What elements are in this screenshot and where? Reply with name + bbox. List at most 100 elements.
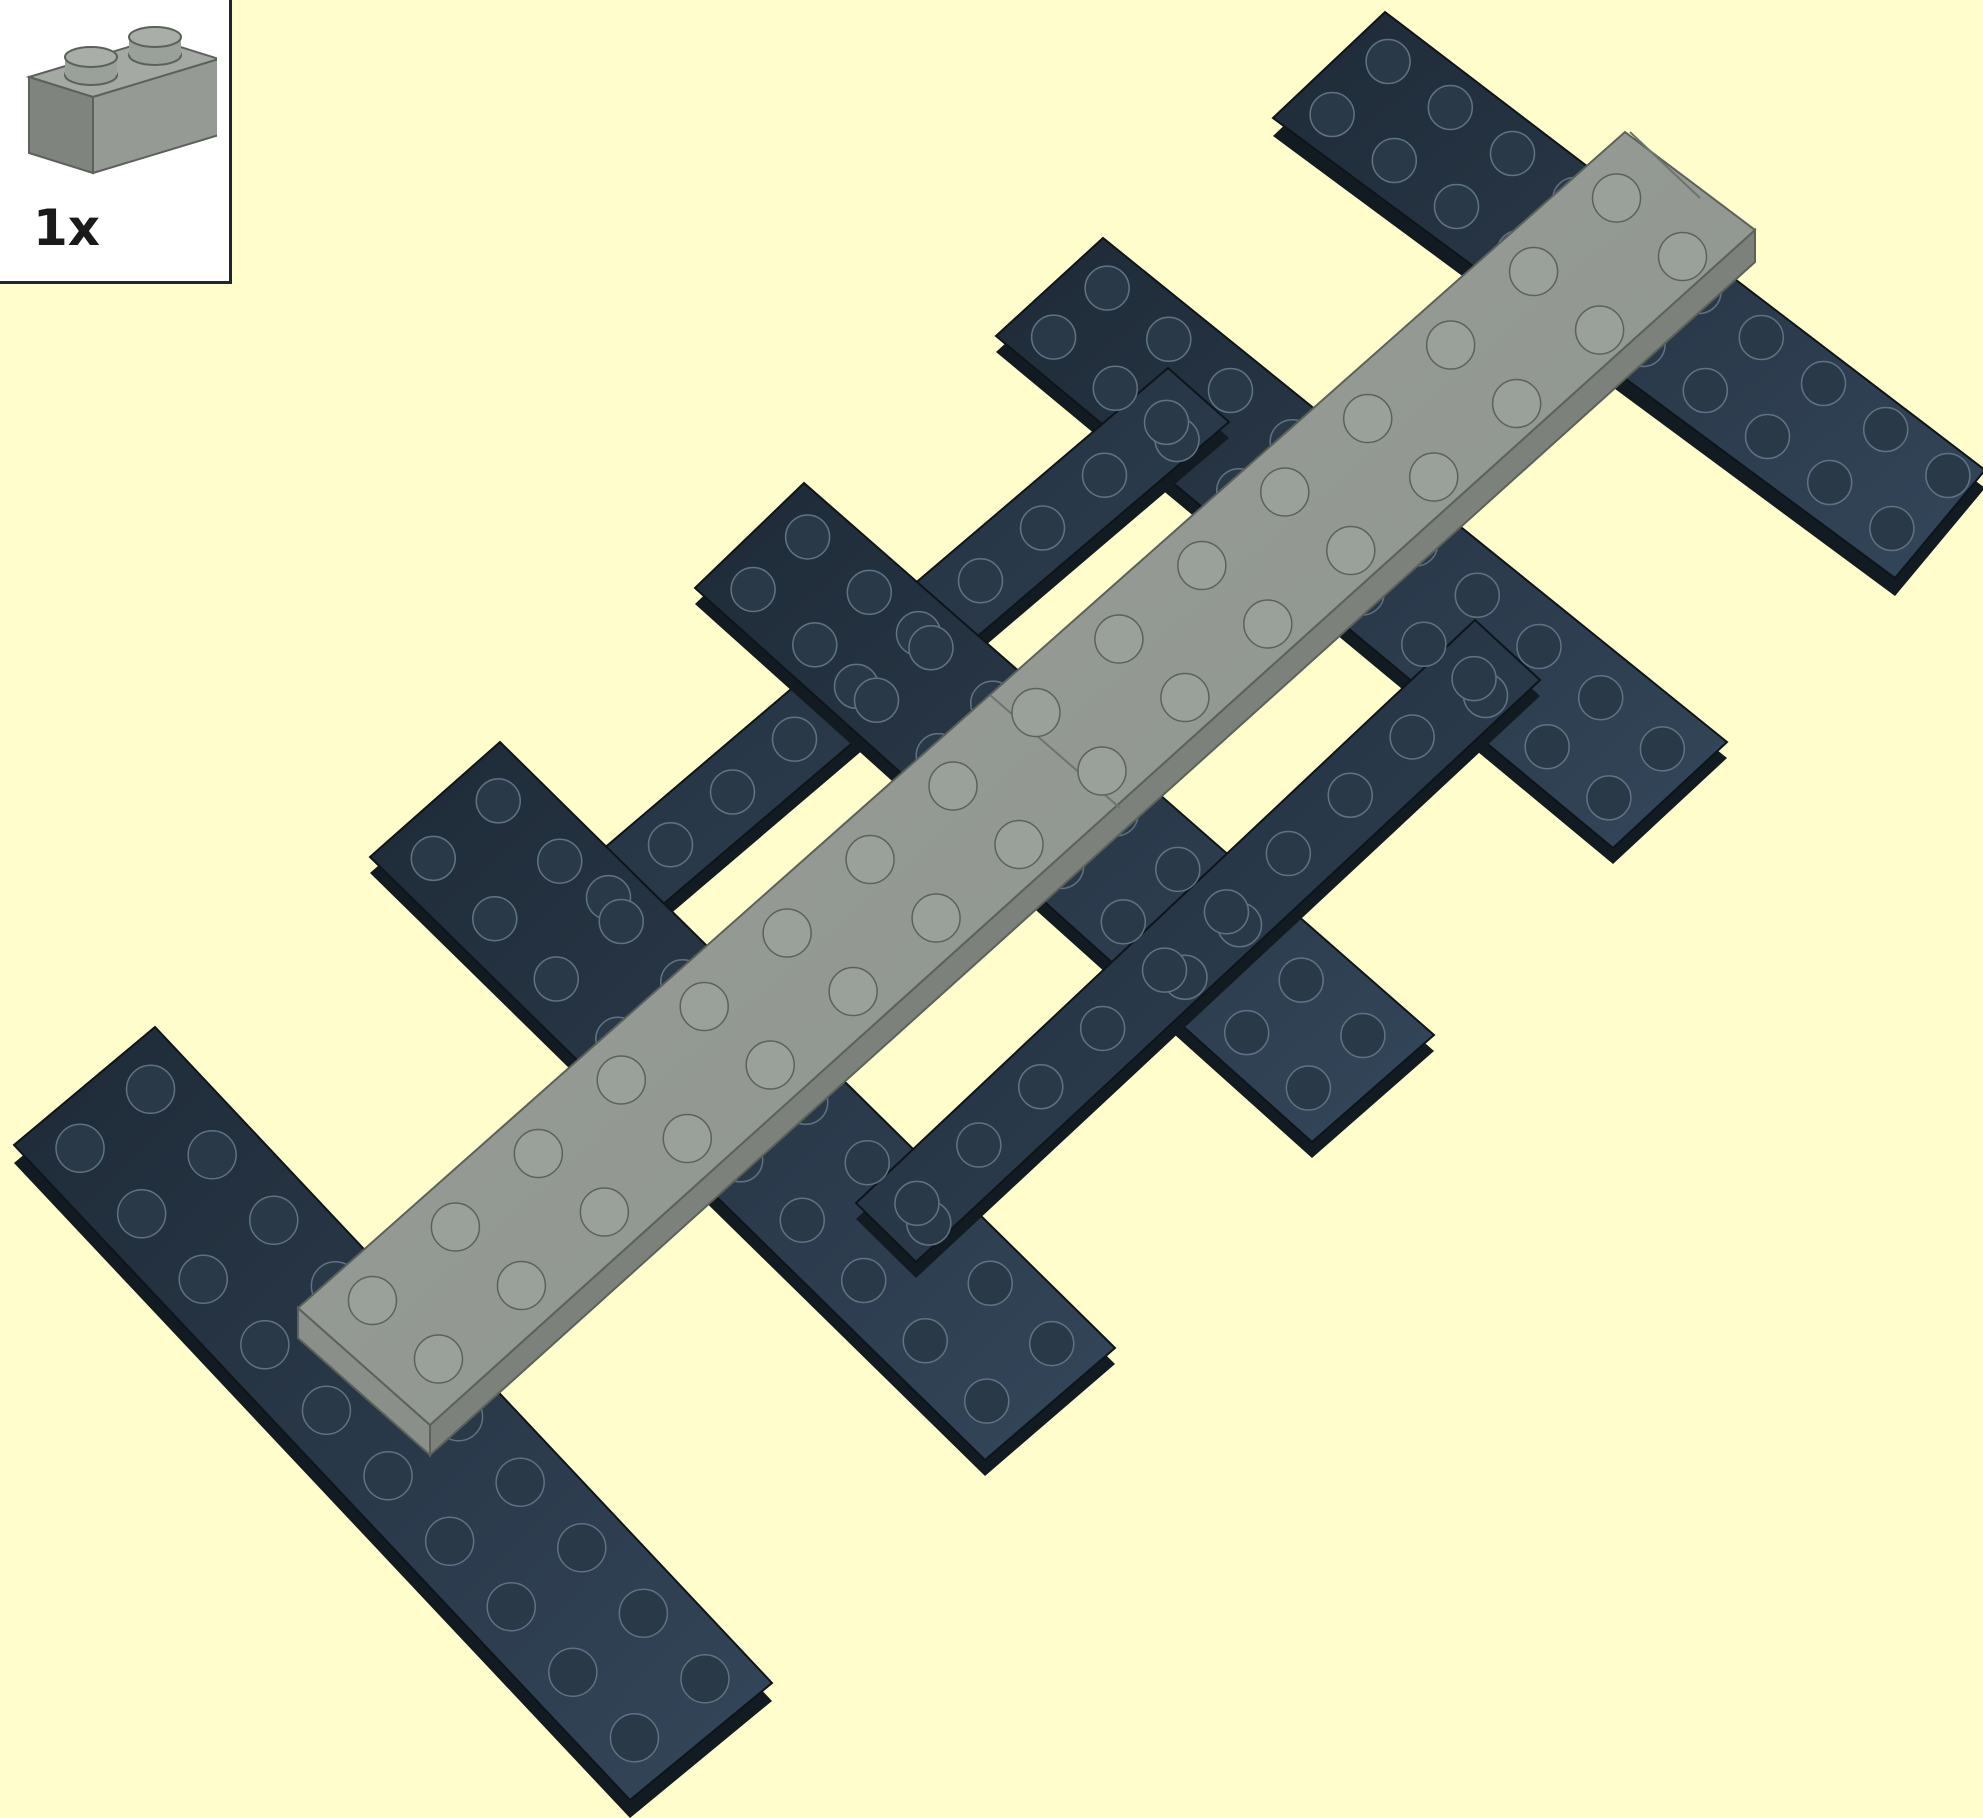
- stud: [1587, 776, 1631, 820]
- stud: [1366, 40, 1410, 84]
- stud: [496, 1458, 544, 1506]
- stud: [1085, 266, 1129, 310]
- stud: [1435, 185, 1479, 229]
- stud: [1156, 847, 1200, 891]
- stud: [127, 1065, 175, 1113]
- stud: [364, 1452, 412, 1500]
- stud: [746, 1041, 794, 1089]
- stud: [1019, 1065, 1063, 1109]
- stud: [1344, 395, 1392, 443]
- stud: [681, 1655, 729, 1703]
- stud: [1926, 454, 1970, 498]
- stud: [1683, 369, 1727, 413]
- stud: [497, 1262, 545, 1310]
- stud: [1576, 306, 1624, 354]
- stud: [773, 717, 817, 761]
- stud: [476, 779, 520, 823]
- stud: [549, 1648, 597, 1696]
- stud: [1452, 657, 1496, 701]
- stud: [597, 1056, 645, 1104]
- stud: [188, 1131, 236, 1179]
- stud: [426, 1517, 474, 1565]
- stud: [487, 1583, 535, 1631]
- stud: [558, 1524, 606, 1572]
- stud: [1161, 674, 1209, 722]
- stud: [1147, 317, 1191, 361]
- stud: [1640, 727, 1684, 771]
- stud: [1455, 573, 1499, 617]
- stud: [1410, 453, 1458, 501]
- stud: [302, 1386, 350, 1434]
- stud: [846, 836, 894, 884]
- stud: [619, 1589, 667, 1637]
- stud: [855, 678, 899, 722]
- stud: [1402, 622, 1446, 666]
- stud: [1808, 461, 1852, 505]
- stud: [1739, 316, 1783, 360]
- stud: [514, 1130, 562, 1178]
- stud: [1081, 1006, 1125, 1050]
- stud: [473, 897, 517, 941]
- stud: [1083, 453, 1127, 497]
- stud: [903, 1319, 947, 1363]
- stud: [1510, 248, 1558, 296]
- stud: [1244, 600, 1292, 648]
- stud: [1143, 948, 1187, 992]
- stud: [929, 762, 977, 810]
- stud: [1427, 321, 1475, 369]
- stud: [1225, 1011, 1269, 1055]
- stud: [1341, 1014, 1385, 1058]
- stud: [847, 570, 891, 614]
- stud: [534, 957, 578, 1001]
- stud: [179, 1255, 227, 1303]
- stud: [1078, 747, 1126, 795]
- stud: [968, 1261, 1012, 1305]
- stud: [414, 1335, 462, 1383]
- stud: [1428, 86, 1472, 130]
- stud: [995, 821, 1043, 869]
- stud: [780, 1198, 824, 1242]
- stud: [912, 894, 960, 942]
- stud: [663, 1115, 711, 1163]
- part-quantity: 1x: [33, 199, 100, 257]
- stud: [786, 515, 830, 559]
- stud: [1095, 615, 1143, 663]
- stud: [1279, 958, 1323, 1002]
- stud: [56, 1124, 104, 1172]
- stud: [711, 770, 755, 814]
- stud: [1579, 676, 1623, 720]
- stud: [895, 1181, 939, 1225]
- stud: [1517, 625, 1561, 669]
- stud: [1493, 380, 1541, 428]
- stud: [731, 567, 775, 611]
- parts-callout: 1x: [0, 0, 232, 284]
- stud: [1032, 315, 1076, 359]
- stud: [680, 983, 728, 1031]
- stud: [1012, 689, 1060, 737]
- stud: [1145, 400, 1189, 444]
- stud: [1021, 506, 1065, 550]
- stud: [1261, 468, 1309, 516]
- stud: [1266, 832, 1310, 876]
- stud: [580, 1188, 628, 1236]
- stud: [1178, 542, 1226, 590]
- stud: [845, 1141, 889, 1185]
- stud: [793, 623, 837, 667]
- stud: [411, 836, 455, 880]
- stud: [965, 1379, 1009, 1423]
- stud: [1101, 900, 1145, 944]
- stud: [1864, 408, 1908, 452]
- stud: [1286, 1066, 1330, 1110]
- stud: [649, 823, 693, 867]
- stud: [957, 1123, 1001, 1167]
- stud: [348, 1277, 396, 1325]
- stud: [538, 839, 582, 883]
- stud: [909, 626, 953, 670]
- stud: [1204, 890, 1248, 934]
- stud: [1746, 415, 1790, 459]
- stud: [1030, 1322, 1074, 1366]
- stud: [1802, 362, 1846, 406]
- stud: [1525, 725, 1569, 769]
- stud: [610, 1714, 658, 1762]
